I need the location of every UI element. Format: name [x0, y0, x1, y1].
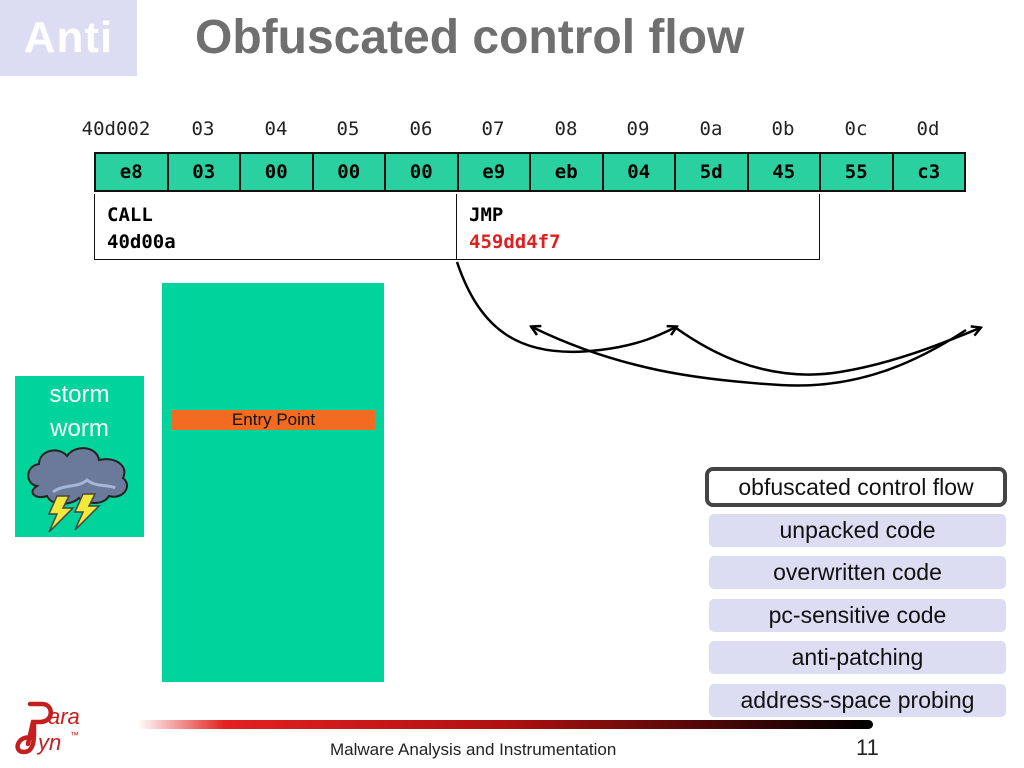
- technique-overwritten-code[interactable]: overwritten code: [709, 556, 1006, 589]
- address-label: 0c: [844, 118, 868, 140]
- paradyn-logo: ara yn ™: [15, 701, 80, 755]
- svg-text:ara: ara: [48, 704, 80, 729]
- byte-cell: c3: [917, 161, 941, 183]
- address-label: 0d: [916, 118, 940, 140]
- byte-cell: 00: [241, 154, 314, 190]
- byte-cell: 00: [386, 154, 459, 190]
- byte-cell: 55: [821, 154, 894, 190]
- technique-anti-patching[interactable]: anti-patching: [709, 641, 1006, 674]
- address-label: 09: [626, 118, 650, 140]
- svg-text:yn: yn: [36, 730, 61, 755]
- worm-label: worm: [50, 415, 109, 442]
- byte-cell: e8: [96, 154, 169, 190]
- byte-cell: 00: [314, 154, 386, 190]
- address-label: 0b: [771, 118, 795, 140]
- byte-row: e8 03 00 00 00 e9 eb 04 5d 45 55 c3: [94, 152, 966, 192]
- address-row: 40d002 03 04 05 06 07 08 09 0a 0b 0c 0d: [0, 118, 1024, 146]
- jump-arrow: [455, 261, 676, 354]
- storm-cloud-icon: [27, 447, 128, 533]
- address-label: 40d002: [81, 118, 151, 140]
- instruction-call: CALL 40d00a: [94, 194, 457, 260]
- footer-title: Malware Analysis and Instrumentation: [330, 740, 617, 759]
- footer-divider: [137, 720, 873, 729]
- byte-cell: e9: [459, 154, 531, 190]
- byte-cell: 03: [169, 154, 241, 190]
- code-block: [162, 283, 384, 682]
- address-label: 04: [264, 118, 288, 140]
- address-label: 03: [191, 118, 215, 140]
- entry-point-label: Entry Point: [172, 410, 375, 430]
- technique-address-space-probing[interactable]: address-space probing: [709, 684, 1006, 717]
- slide-title: Obfuscated control flow: [195, 11, 745, 64]
- instruction-target: 459dd4f7: [469, 231, 561, 253]
- page-number: 11: [856, 735, 879, 760]
- address-label: 07: [481, 118, 505, 140]
- byte-cell: eb: [531, 154, 604, 190]
- byte-cell: 5d: [676, 154, 749, 190]
- jump-arrow: [675, 328, 980, 376]
- jump-arrow: [532, 327, 967, 387]
- technique-pc-sensitive-code[interactable]: pc-sensitive code: [709, 599, 1006, 632]
- instruction-jmp: JMP 459dd4f7: [456, 194, 820, 260]
- address-label: 05: [336, 118, 360, 140]
- address-label: 06: [409, 118, 433, 140]
- address-label: 08: [554, 118, 578, 140]
- byte-cell: 45: [749, 154, 821, 190]
- address-label: 0a: [699, 118, 723, 140]
- instruction-opcode: JMP: [469, 204, 504, 226]
- byte-cell: 04: [604, 154, 676, 190]
- svg-text:™: ™: [70, 730, 79, 740]
- section-badge: Anti: [0, 0, 137, 76]
- instruction-opcode: CALL: [107, 204, 153, 226]
- instruction-target: 40d00a: [107, 231, 176, 253]
- technique-unpacked-code[interactable]: unpacked code: [709, 514, 1006, 547]
- technique-obfuscated-control-flow[interactable]: obfuscated control flow: [705, 467, 1007, 507]
- storm-label: storm: [49, 381, 110, 408]
- storm-worm-panel: storm worm: [15, 376, 144, 537]
